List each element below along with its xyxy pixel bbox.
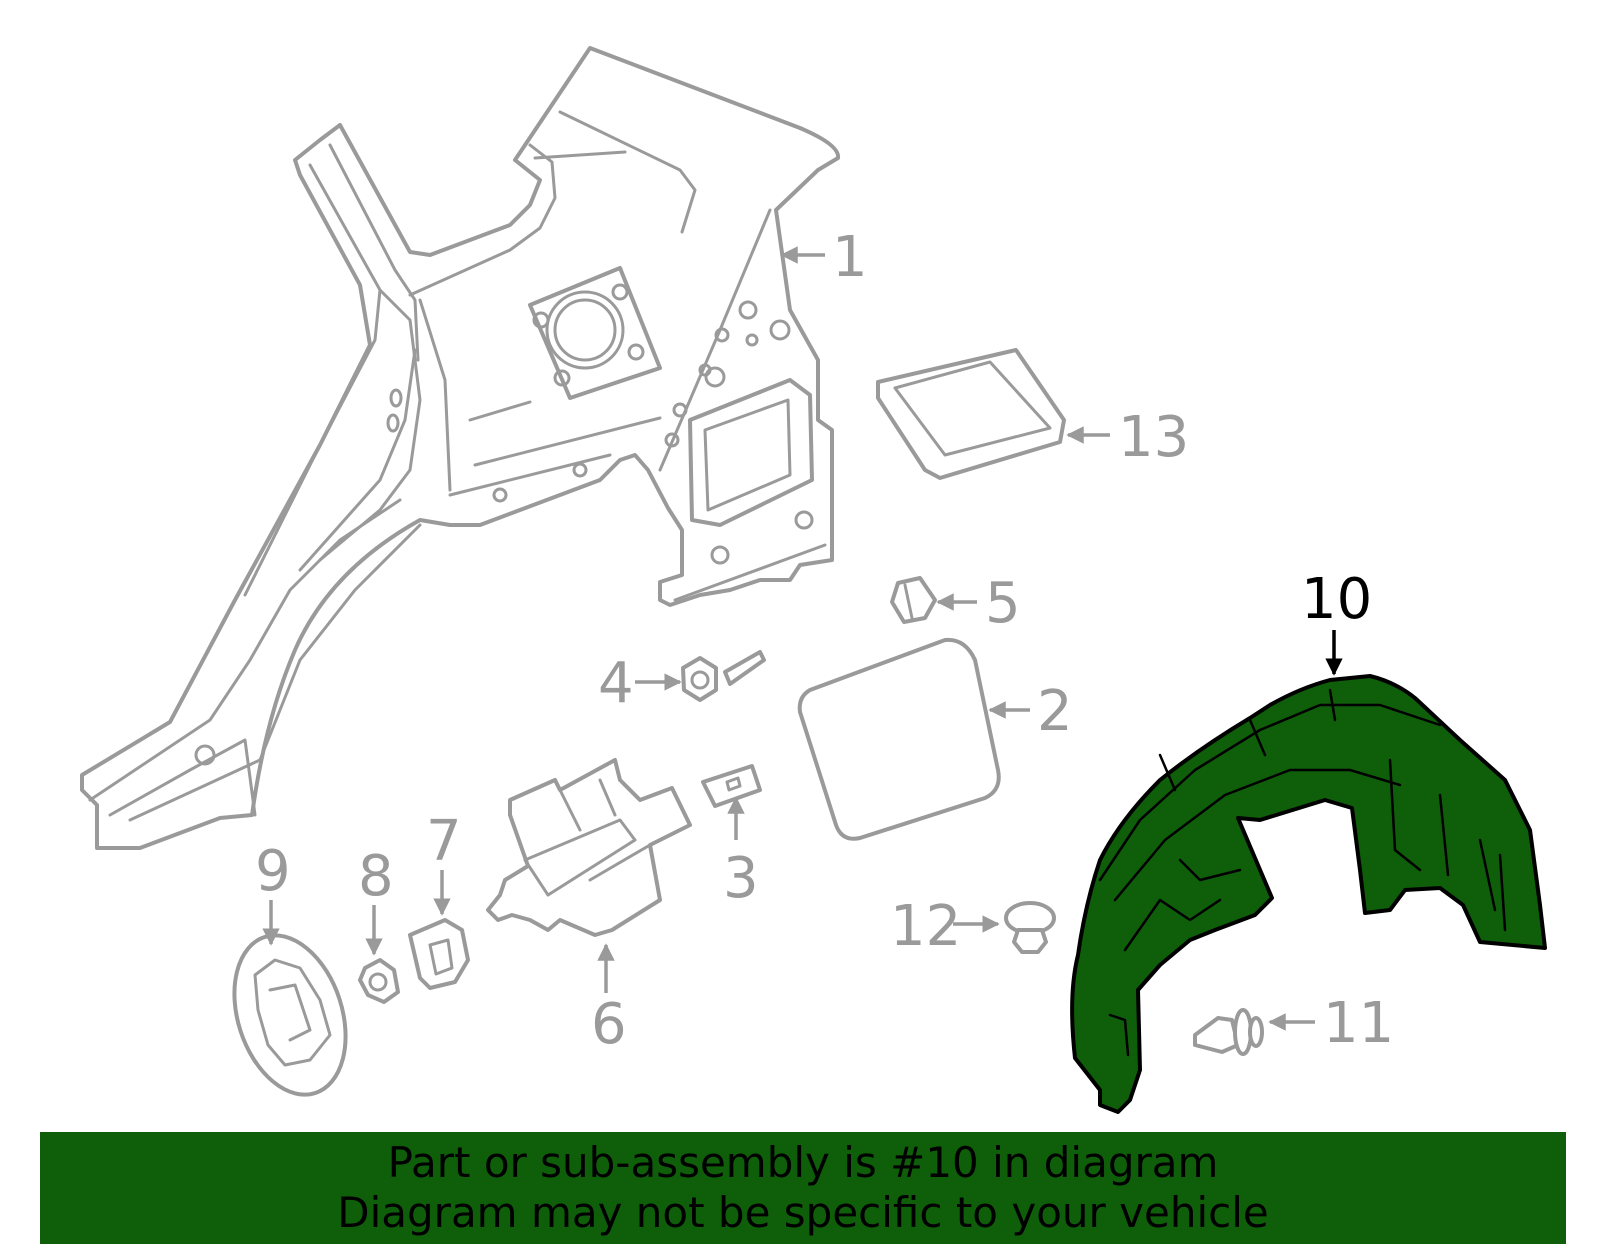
callout-7: 7: [426, 809, 462, 874]
banner-line-1: Part or sub-assembly is #10 in diagram: [387, 1138, 1219, 1187]
info-banner: Part or sub-assembly is #10 in diagram D…: [40, 1132, 1566, 1244]
wheel-liner-part-10: [1070, 674, 1547, 1114]
nut-part-8: [358, 958, 400, 1004]
parts-diagram: 1 2 3 4 5 6 7 8 9 10 11 12 13: [80, 46, 1547, 1114]
actuator-part-6: [486, 758, 692, 937]
callout-1: 1: [832, 225, 868, 290]
push-pin-part-11: [1193, 1008, 1264, 1056]
callout-3: 3: [723, 846, 759, 911]
nut-part-5: [890, 576, 937, 624]
callout-11: 11: [1323, 991, 1394, 1056]
grommet-part-7: [408, 918, 470, 990]
callout-6: 6: [591, 992, 627, 1057]
banner-line-2: Diagram may not be specific to your vehi…: [337, 1188, 1269, 1237]
push-clip-part-12: [1004, 901, 1056, 954]
callout-12: 12: [890, 894, 961, 959]
fuel-cap-part-9: [232, 933, 348, 1097]
callout-13: 13: [1118, 405, 1189, 470]
fuel-door-part-2: [797, 637, 1001, 841]
callout-8: 8: [358, 844, 394, 909]
clip-part-3: [701, 764, 762, 808]
leader-lines: [262, 246, 1343, 1031]
gasket-part-13: [876, 348, 1066, 480]
callout-9: 9: [255, 839, 291, 904]
callout-2: 2: [1037, 679, 1073, 744]
callout-4: 4: [598, 651, 634, 716]
callout-10: 10: [1301, 567, 1372, 632]
callout-5: 5: [985, 571, 1021, 636]
screw-part-4: [681, 650, 766, 702]
quarter-panel-part-1: [80, 46, 841, 850]
